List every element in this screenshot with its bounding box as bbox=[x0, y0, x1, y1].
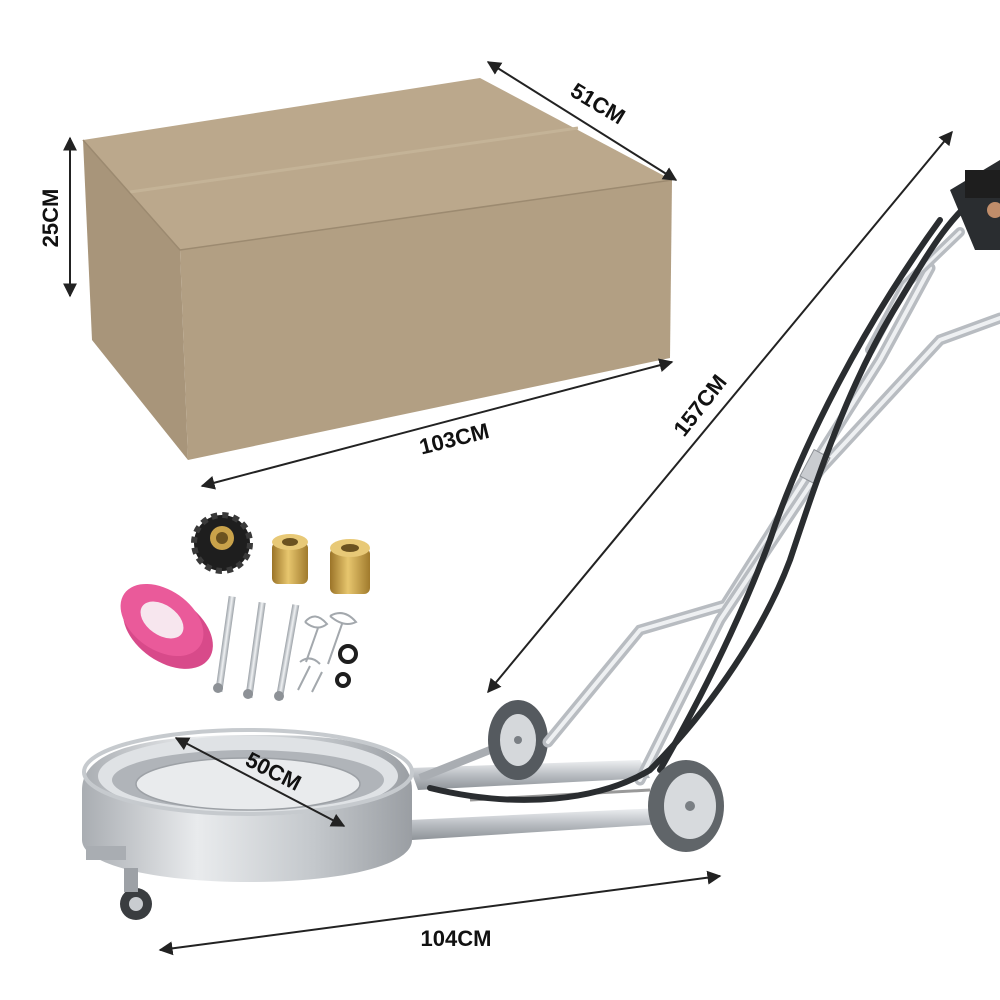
surface-cleaner bbox=[82, 130, 1000, 956]
machine-height-line bbox=[487, 130, 953, 694]
back-wheel-small bbox=[488, 700, 548, 780]
brass-coupler-icon bbox=[330, 539, 370, 594]
machine-length-line bbox=[158, 870, 722, 956]
box-left-face bbox=[83, 140, 188, 460]
deck-diameter-line bbox=[174, 737, 346, 827]
machine-height-label: 157CM bbox=[668, 370, 731, 441]
brass-fitting-icon bbox=[272, 534, 308, 584]
teflon-tape-icon bbox=[120, 583, 213, 669]
accessories bbox=[120, 512, 370, 701]
box-length-label: 103CM bbox=[417, 418, 492, 459]
back-wheel-large bbox=[648, 760, 724, 852]
steel-pins-icon bbox=[213, 596, 300, 701]
hose bbox=[427, 187, 988, 803]
box-height-label: 25CM bbox=[38, 189, 63, 248]
box-depth-label: 51CM bbox=[566, 78, 629, 130]
cotter-pins-icon bbox=[297, 612, 358, 693]
shipping-box bbox=[82, 78, 673, 460]
black-nut-icon bbox=[191, 512, 253, 574]
o-rings-icon bbox=[335, 644, 358, 688]
spray-gun-icon bbox=[950, 160, 1000, 250]
machine-length-label: 104CM bbox=[421, 926, 492, 951]
